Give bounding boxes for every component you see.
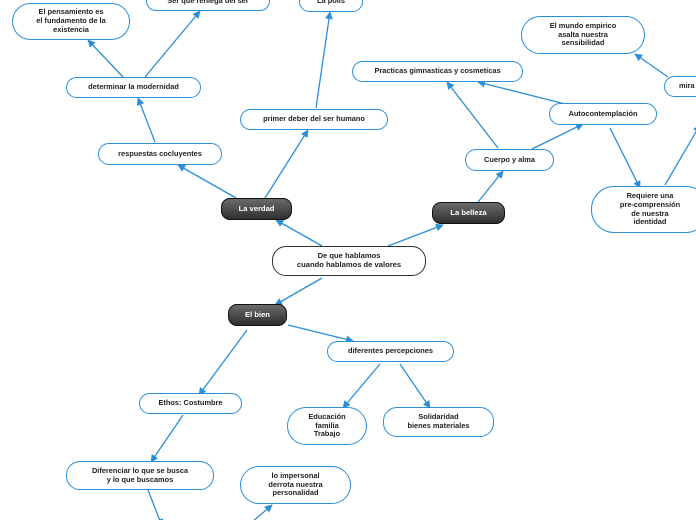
connector-mira-mundo [634, 53, 669, 78]
node-pensamiento-fundamento[interactable]: El pensamiento es el fundamento de la ex… [12, 3, 130, 40]
connector-determinar-pensamiento [87, 39, 124, 78]
node-respuestas-cocluyentes[interactable]: respuestas cocluyentes [98, 143, 222, 165]
node-educacion-familia-trabajo[interactable]: Educación familia Trabajo [287, 407, 367, 445]
connector-determinar-ser [144, 10, 201, 78]
connector-primer-deber-polis [315, 11, 333, 109]
connector-diferenciar-down [147, 489, 164, 520]
node-solidaridad-bienes[interactable]: Solidaridad bienes materiales [383, 407, 494, 437]
node-practicas-gimnasticas[interactable]: Practicas gimnasticas y cosmeticas [352, 61, 523, 82]
node-lo-impersonal[interactable]: lo impersonal derrota nuestra personalid… [240, 466, 351, 504]
connector-verdad-respuestas [177, 164, 237, 199]
connector-respuestas-determinar [136, 97, 156, 143]
node-ethos-costumbre[interactable]: Ethos: Costumbre [139, 393, 242, 414]
connector-root-belleza [387, 223, 444, 247]
connector-up-impersonal [253, 504, 273, 520]
connector-cuerpo-autocontemplacion [531, 123, 584, 150]
branch-la-verdad[interactable]: La verdad [221, 198, 292, 220]
connector-bien-percepciones [287, 324, 354, 344]
node-mira[interactable]: mira [664, 76, 696, 97]
connector-percepciones-solidaridad [399, 363, 431, 409]
connector-ethos-diferenciar [150, 414, 184, 463]
connector-verdad-primer-deber [264, 129, 309, 199]
connector-autocontemplacion-requiere [609, 127, 641, 189]
node-ser-que-reniega[interactable]: Ser que reniega del ser [146, 0, 270, 11]
connector-belleza-cuerpo [477, 170, 504, 203]
branch-el-bien[interactable]: El bien [228, 304, 287, 326]
node-determinar-la-modernidad[interactable]: determinar la modernidad [66, 77, 201, 98]
root-node[interactable]: De que hablamos cuando hablamos de valor… [272, 246, 426, 276]
connector-autocontemplacion-practicas [477, 79, 566, 105]
connector-root-bien [274, 277, 323, 306]
node-autocontemplacion[interactable]: Autocontemplación [549, 103, 657, 125]
node-requiere-precomprension[interactable]: Requiere una pre-comprensión de nuestra … [591, 186, 696, 233]
connector-bien-ethos [198, 329, 248, 396]
connector-root-verdad [275, 219, 323, 247]
node-diferenciar[interactable]: Diferenciar lo que se busca y lo que bus… [66, 461, 214, 490]
node-la-polis[interactable]: La polis [299, 0, 363, 12]
node-primer-deber[interactable]: primer deber del ser humano [240, 109, 388, 130]
connector-cuerpo-practicas [446, 81, 499, 149]
node-mundo-empirico[interactable]: El mundo empirico asalta nuestra sensibi… [521, 16, 645, 54]
connector-requiere-mira [664, 124, 696, 186]
node-cuerpo-y-alma[interactable]: Cuerpo y alma [465, 149, 554, 171]
connector-percepciones-educacion [342, 363, 381, 409]
node-diferentes-percepciones[interactable]: diferentes percepciones [327, 341, 454, 362]
branch-la-belleza[interactable]: La belleza [432, 202, 505, 224]
